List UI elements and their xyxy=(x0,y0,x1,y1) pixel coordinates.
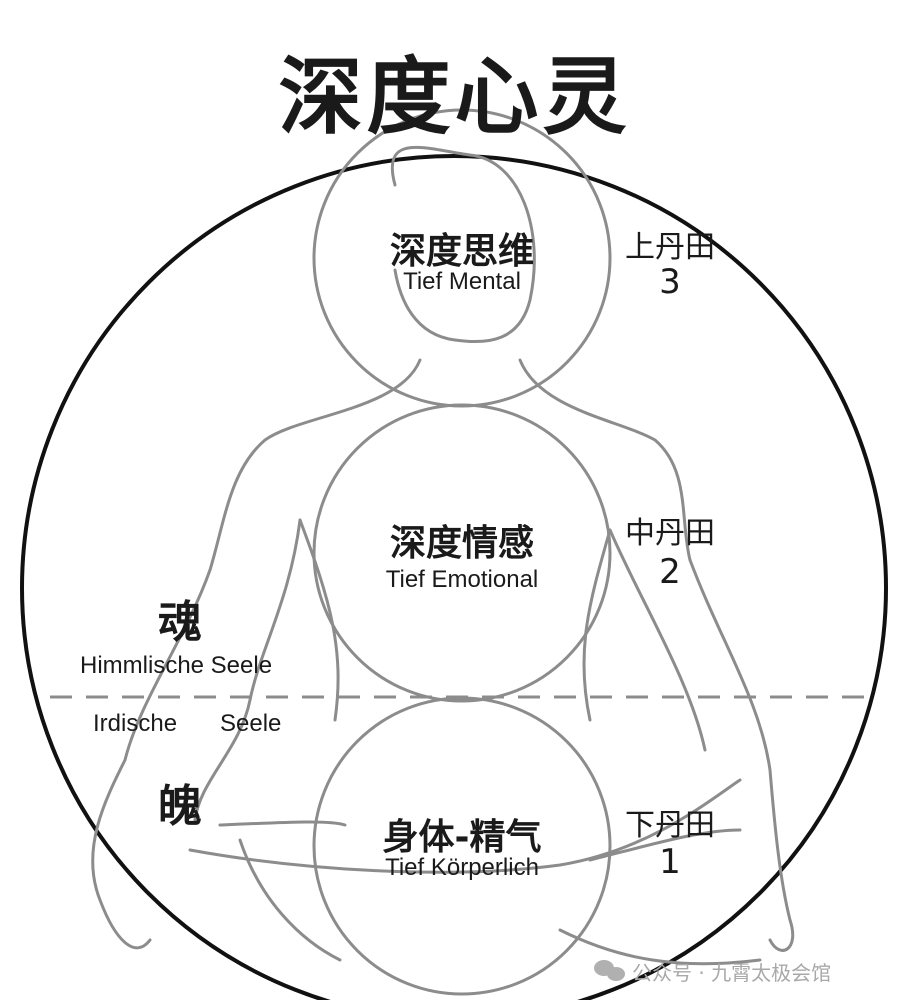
head-sketch xyxy=(390,145,536,344)
level-3-zh: 深度思维 xyxy=(389,231,534,272)
level-1-de: Tief Körperlich xyxy=(385,854,539,881)
chest-circle xyxy=(312,403,612,703)
hun-label: Himmlische Seele xyxy=(80,652,273,679)
page-title: 深度心灵 xyxy=(278,48,631,146)
hun-character: 魂 xyxy=(158,597,202,648)
level-2-zh: 深度情感 xyxy=(389,523,534,564)
dantian-3-number: 3 xyxy=(659,262,681,302)
level-1-zh: 身体-精气 xyxy=(382,817,542,858)
po-character: 魄 xyxy=(158,781,202,832)
left-arm-sketch xyxy=(91,518,302,950)
torso-sketch xyxy=(298,518,612,722)
level-3-de: Tief Mental xyxy=(403,268,521,295)
thigh-sketch xyxy=(238,838,762,966)
wechat-icon xyxy=(594,960,625,981)
dantian-3-label: 上丹田 xyxy=(625,230,715,265)
dantian-2-number: 2 xyxy=(659,552,681,592)
dantian-1-number: 1 xyxy=(659,842,681,882)
right-arm-sketch xyxy=(608,528,795,952)
dantian-2-label: 中丹田 xyxy=(625,516,715,551)
dantian-1-label: 下丹田 xyxy=(625,808,715,843)
watermark: 公众号 · 九霄太极会馆 xyxy=(632,961,832,985)
outer-circle xyxy=(20,154,888,1000)
level-2-de: Tief Emotional xyxy=(385,566,539,593)
hands-sketch xyxy=(188,778,742,874)
shoulders-sketch xyxy=(208,358,692,572)
po-label-irdische: Irdische xyxy=(93,710,178,737)
po-label-seele: Seele xyxy=(220,710,282,737)
